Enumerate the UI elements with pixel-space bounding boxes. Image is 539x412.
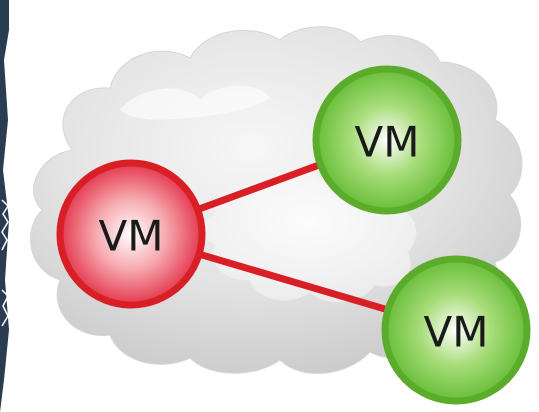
vm-node-label: VM: [355, 118, 420, 167]
vm-node-red[interactable]: VM: [56, 159, 206, 309]
vm-node-green-top[interactable]: VM: [312, 65, 462, 215]
vm-node-label: VM: [99, 212, 164, 261]
vm-node-green-bottom[interactable]: VM: [381, 255, 531, 405]
vm-node-label: VM: [424, 308, 489, 357]
nodes: VM VM VM: [56, 65, 531, 405]
left-edge-fragment: [0, 0, 9, 412]
